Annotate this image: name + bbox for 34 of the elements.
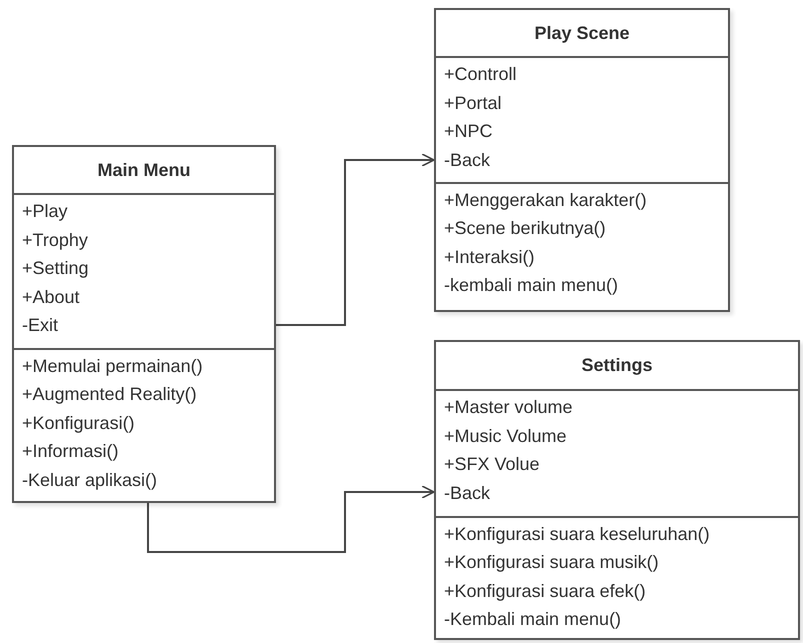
- class-member: -kembali main menu(): [444, 274, 620, 298]
- class-member: +Informasi(): [22, 440, 120, 464]
- class-box: [434, 8, 730, 312]
- class-member: -Back: [444, 148, 492, 172]
- class-box: [12, 145, 276, 503]
- class-member: +Scene berikutnya(): [444, 217, 607, 240]
- arrow: [147, 485, 435, 553]
- class-member: +Augmented Reality(): [22, 383, 198, 406]
- class-member: +Trophy: [22, 228, 89, 252]
- class-name: Play Scene: [534, 22, 630, 45]
- class-member: +Konfigurasi suara keseluruhan(): [444, 522, 711, 546]
- class-member: +Menggerakan karakter(): [444, 188, 648, 212]
- class-name: Settings: [581, 354, 652, 378]
- class-member: -Exit: [22, 314, 59, 338]
- class-member: +Master volume: [444, 396, 574, 420]
- class-member: -Keluar aplikasi(): [22, 468, 158, 492]
- class-member: +Konfigurasi(): [22, 412, 136, 435]
- class-member: +Controll: [444, 63, 518, 86]
- class-member: +Play: [22, 200, 69, 224]
- class-member: -Kembali main menu(): [444, 608, 622, 632]
- class-member: +Music Volume: [444, 424, 568, 448]
- class-box: [434, 340, 800, 640]
- class-name: Main Menu: [98, 158, 190, 182]
- class-member: +Interaksi(): [444, 246, 536, 269]
- class-member: -Back: [444, 482, 492, 505]
- class-member: +SFX Volue: [444, 453, 541, 476]
- class-member: +Memulai permainan(): [22, 354, 204, 378]
- arrow: [276, 153, 435, 326]
- class-member: +Portal: [444, 92, 503, 115]
- class-member: +NPC: [444, 120, 494, 144]
- class-member: +Konfigurasi suara efek(): [444, 580, 647, 603]
- class-member: +Konfigurasi suara musik(): [444, 551, 660, 574]
- class-member: +About: [22, 286, 81, 309]
- class-member: +Setting: [22, 257, 90, 280]
